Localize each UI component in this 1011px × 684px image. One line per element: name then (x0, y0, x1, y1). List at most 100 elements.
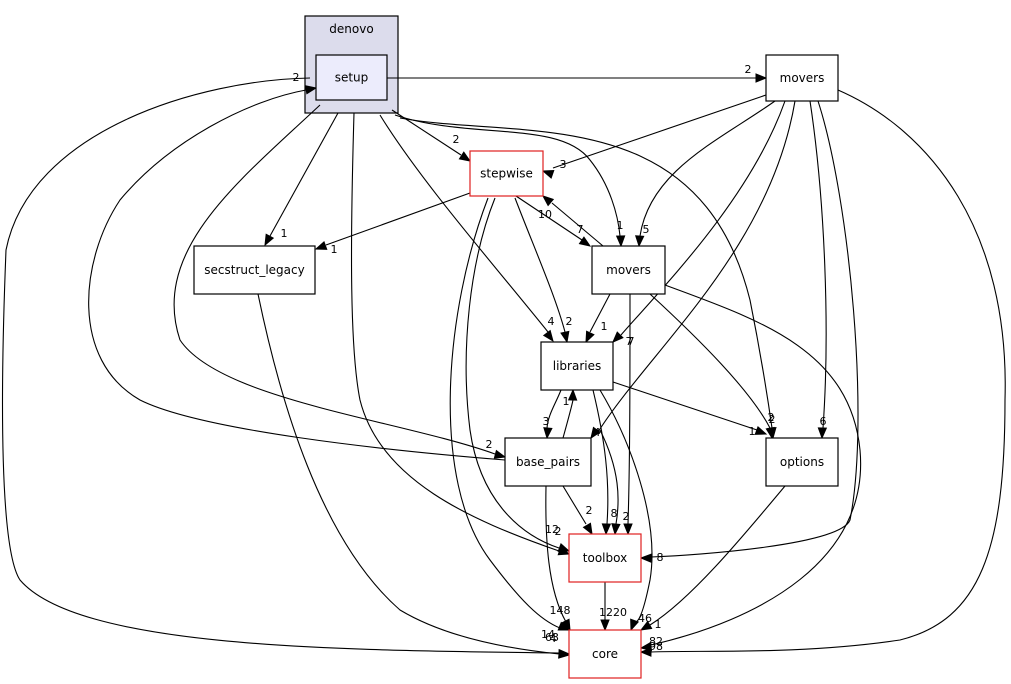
edge-label[interactable]: 3 (543, 415, 550, 428)
edge-base_pairs-to-core[interactable]: 14 (541, 485, 571, 641)
edge-label[interactable]: 2 (769, 413, 776, 426)
edge-movers_mid-to-libraries[interactable]: 1 (585, 293, 611, 344)
edge-stepwise-to-movers_mid[interactable]: 7 (515, 195, 592, 247)
edge-label[interactable]: 1 (749, 425, 756, 438)
edge-label[interactable]: 2 (566, 315, 573, 328)
edge-secstruct_legacy-to-core[interactable]: 4 (257, 293, 571, 659)
cluster-label: denovo (329, 22, 373, 36)
node-box (591, 245, 666, 295)
node-core[interactable]: core (568, 629, 642, 679)
arrowhead-icon (590, 426, 601, 440)
arrowhead-icon (639, 553, 652, 563)
edge-movers_top-to-toolbox[interactable]: 8 (639, 100, 859, 564)
arrowhead-icon (493, 449, 507, 459)
edge-movers_top-to-libraries[interactable]: 7 (612, 100, 786, 348)
edge-label[interactable]: 10 (538, 208, 552, 221)
edge-label[interactable]: 7 (628, 335, 635, 348)
edge-label[interactable]: 2 (745, 63, 752, 76)
edge-label[interactable]: 46 (638, 612, 652, 625)
edge-base_pairs-to-libraries[interactable]: 1 (562, 388, 578, 439)
edge-label[interactable]: 2 (293, 71, 300, 84)
edge-base_pairs-to-toolbox[interactable]: 2 (562, 485, 593, 536)
edge-movers_mid-to-core[interactable]: 82 (639, 284, 862, 652)
edge-setup-to-libraries[interactable]: 4 (379, 114, 555, 343)
edge-label[interactable]: 63 (545, 631, 559, 644)
edge-label[interactable]: 2 (623, 510, 630, 523)
node-options[interactable]: options (765, 437, 839, 487)
edge-label[interactable]: 7 (577, 223, 584, 236)
edge-stepwise-to-libraries[interactable]: 2 (514, 197, 573, 344)
edge-label[interactable]: 8 (657, 551, 664, 564)
node-toolbox[interactable]: toolbox (568, 533, 642, 583)
edge-label[interactable]: 14 (541, 628, 555, 641)
edge-setup-to-base_pairs[interactable]: 2 (173, 104, 507, 459)
edge-label[interactable]: 1 (601, 320, 608, 333)
edge-libraries-to-toolbox[interactable]: 8 (592, 389, 618, 536)
node-box (765, 437, 839, 487)
edge-label[interactable]: 4 (594, 426, 601, 439)
edge-movers_mid-to-options[interactable]: 2 (649, 293, 776, 440)
node-box (568, 629, 642, 679)
edge-base_pairs-to-setup[interactable]: 2 (88, 71, 506, 461)
node-setup[interactable]: setup (315, 54, 388, 101)
edge-line (649, 293, 771, 429)
edge-label[interactable]: 1 (331, 243, 338, 256)
edge-label[interactable]: 1220 (599, 606, 627, 619)
node-secstruct-legacy[interactable]: secstruct_legacy (193, 245, 316, 295)
edge-setup-to-secstruct_legacy[interactable]: 1 (264, 112, 339, 247)
arrowhead-icon (458, 151, 472, 162)
edge-setup-to-toolbox[interactable]: 12 (350, 112, 571, 556)
edge-label[interactable]: 1 (281, 227, 288, 240)
arrowhead-icon (623, 523, 633, 536)
edge-label[interactable]: 6 (820, 415, 827, 428)
edge-line (562, 485, 587, 525)
edge-label[interactable]: 1 (655, 618, 662, 631)
arrowhead-icon (639, 620, 653, 631)
edge-movers_top-to-stepwise[interactable]: 3 (541, 94, 767, 179)
edge-label[interactable]: 2 (453, 133, 460, 146)
node-libraries[interactable]: libraries (540, 341, 614, 391)
edge-label[interactable]: 1 (563, 395, 570, 408)
arrowhead-icon (264, 233, 275, 247)
node-movers-mid[interactable]: movers (591, 245, 666, 295)
edge-movers_top-to-options[interactable]: 6 (809, 100, 828, 440)
node-movers-top[interactable]: movers (765, 54, 839, 102)
edge-stepwise-to-secstruct_legacy[interactable]: 1 (314, 192, 471, 256)
edge-label[interactable]: 2 (586, 504, 593, 517)
node-base-pairs[interactable]: base_pairs (504, 437, 592, 487)
edge-movers_top-to-movers_mid[interactable]: 5 (635, 100, 776, 248)
edge-label[interactable]: 12 (545, 523, 559, 536)
edge-label[interactable]: 1 (617, 219, 624, 232)
edge-label[interactable]: 7 (626, 335, 633, 348)
edge-label[interactable]: 4 (550, 632, 557, 645)
edge-libraries-to-base_pairs[interactable]: 3 (543, 389, 562, 440)
edge-libraries-to-options[interactable]: 1 (612, 381, 768, 438)
node-stepwise[interactable]: stepwise (469, 150, 544, 197)
edge-label[interactable]: 5 (643, 223, 650, 236)
edge-toolbox-to-core[interactable]: 1220 (599, 582, 627, 632)
edge-movers_mid-to-toolbox[interactable]: 7 (623, 293, 635, 536)
edge-label[interactable]: 4 (548, 315, 555, 328)
arrowhead-icon (817, 427, 828, 440)
edge-movers_top-to-base_pairs[interactable]: 4 (590, 100, 796, 440)
edge-line (639, 100, 776, 237)
edge-line (620, 100, 786, 336)
edge-label[interactable]: 82 (649, 635, 663, 648)
edge-movers_top-to-core[interactable]: 98 (639, 89, 1006, 657)
node-label: toolbox (583, 551, 627, 565)
edge-label[interactable]: 8 (611, 507, 618, 520)
edge-options-to-core[interactable]: 1 (639, 485, 786, 631)
edge-libraries-to-core[interactable]: 46 (599, 389, 653, 632)
arrowhead-icon (585, 330, 595, 344)
edge-label[interactable]: 2 (486, 438, 493, 451)
edge-label[interactable]: 2 (555, 525, 562, 538)
arrowhead-icon (567, 388, 578, 401)
edge-base_pairs-to-toolbox[interactable]: 2 (599, 429, 630, 536)
edge-label[interactable]: 2 (768, 411, 775, 424)
edge-label[interactable]: 3 (560, 158, 567, 171)
node-label: stepwise (480, 167, 533, 181)
edge-movers_mid-to-stepwise[interactable]: 10 (538, 195, 604, 247)
edge-setup-to-movers_mid[interactable]: 1 (394, 114, 626, 248)
edge-stepwise-to-toolbox[interactable]: 2 (465, 197, 571, 552)
edge-setup-to-movers_top[interactable]: 2 (387, 63, 768, 83)
